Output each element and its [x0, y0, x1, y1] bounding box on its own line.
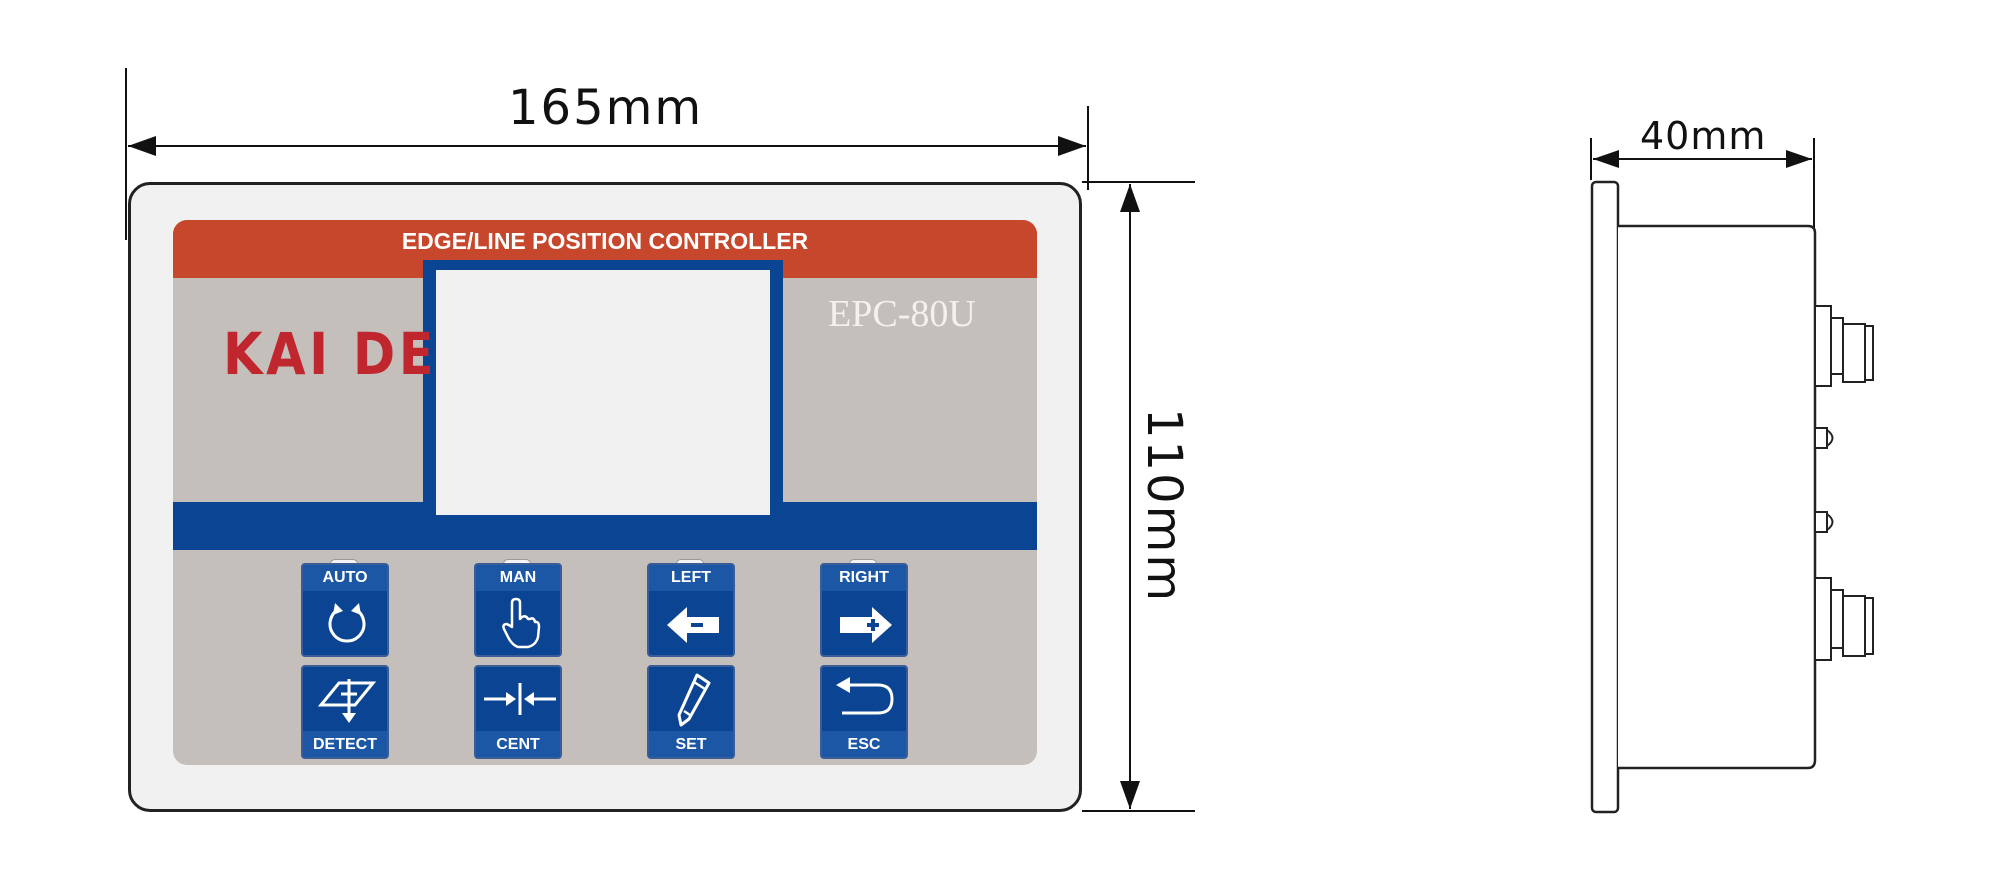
right-button[interactable]: RIGHT — [820, 563, 908, 657]
detect-button-label: DETECT — [313, 736, 377, 753]
cent-button-label: CENT — [496, 736, 540, 753]
width-label: 165mm — [508, 80, 704, 136]
man-button-label: MAN — [499, 569, 537, 586]
height-label: 110mm — [1136, 408, 1192, 604]
side-profile-drawing — [1590, 138, 1874, 814]
left-button-label: LEFT — [671, 569, 711, 586]
hand-pointer-icon — [502, 597, 541, 649]
width-dimension-line — [125, 68, 1195, 812]
front-view: 165mm 110mm EDGE/LINE POSITION CONTROLLE… — [125, 68, 1195, 812]
brand-logo: KAI DE — [223, 320, 438, 388]
center-arrows-icon — [484, 683, 556, 715]
auto-button[interactable]: AUTO — [301, 563, 389, 657]
set-button[interactable]: SET — [647, 665, 735, 759]
arrow-right-plus-icon — [840, 607, 892, 643]
detect-icon — [317, 679, 377, 723]
arrow-left-minus-icon — [667, 607, 719, 643]
right-button-label: RIGHT — [839, 569, 889, 586]
esc-button[interactable]: ESC — [820, 665, 908, 759]
depth-label: 40mm — [1640, 114, 1767, 158]
cent-button[interactable]: CENT — [474, 665, 562, 759]
set-button-label: SET — [675, 736, 707, 753]
man-button[interactable]: MAN — [474, 563, 562, 657]
side-view: 40mm — [1560, 100, 1920, 860]
controller-face: EDGE/LINE POSITION CONTROLLER KAI DE EPC… — [173, 220, 1037, 765]
detect-button[interactable]: DETECT — [301, 665, 389, 759]
rotate-icon — [328, 603, 366, 643]
model-name: EPC-80U — [828, 293, 976, 335]
lcd-display — [436, 270, 770, 515]
band-title: EDGE/LINE POSITION CONTROLLER — [401, 228, 809, 254]
auto-button-label: AUTO — [322, 569, 368, 586]
pencil-icon — [677, 673, 711, 727]
return-arrow-icon — [836, 677, 894, 715]
esc-button-label: ESC — [847, 736, 881, 753]
left-button[interactable]: LEFT — [647, 563, 735, 657]
